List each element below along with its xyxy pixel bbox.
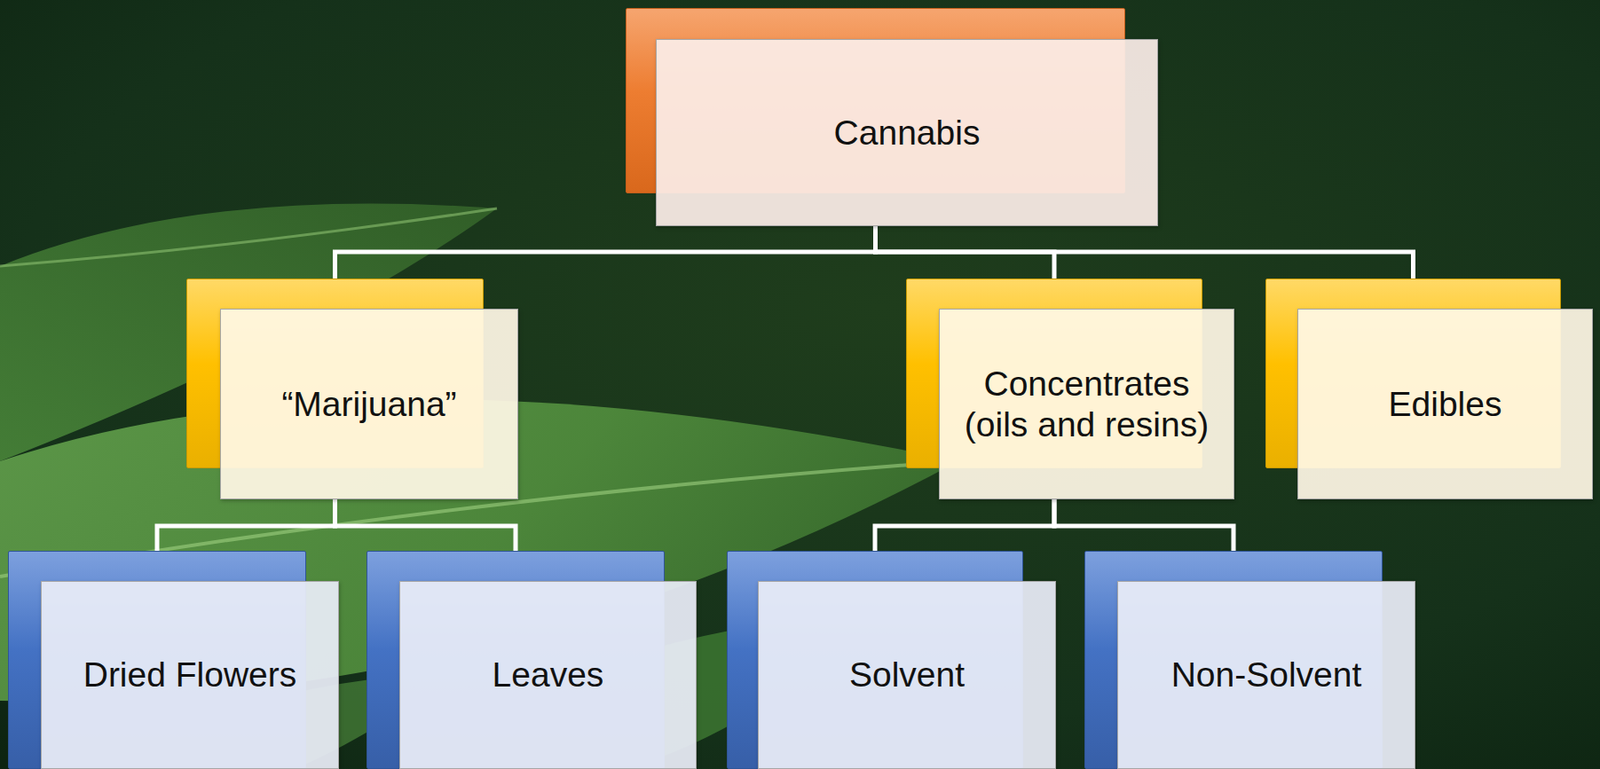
- box-face: Leaves: [399, 581, 697, 769]
- box-face: Cannabis: [655, 39, 1159, 227]
- box-label: Cannabis: [834, 112, 981, 153]
- process-box: Solvent: [726, 551, 1057, 769]
- process-box: Concentrates (oils and resins): [906, 278, 1235, 500]
- process-box: Leaves: [366, 551, 697, 769]
- box-label: Edibles: [1388, 384, 1503, 425]
- box-label: Dried Flowers: [83, 654, 298, 695]
- box-face: Edibles: [1297, 308, 1593, 500]
- process-box: Edibles: [1265, 278, 1593, 500]
- box-label: Non-Solvent: [1171, 654, 1363, 695]
- box-face: Solvent: [757, 581, 1057, 769]
- tree-connector: [874, 499, 1055, 552]
- box-label: Leaves: [492, 654, 605, 695]
- box-face: Dried Flowers: [40, 581, 339, 769]
- tree-connector: [875, 226, 1414, 279]
- box-label: Solvent: [849, 654, 965, 695]
- process-box: Dried Flowers: [7, 551, 339, 769]
- box-label: Concentrates (oils and resins): [952, 363, 1222, 444]
- box-face: Concentrates (oils and resins): [938, 308, 1235, 500]
- tree-connector: [157, 499, 336, 552]
- box-label: “Marijuana”: [281, 384, 457, 425]
- process-box: Non-Solvent: [1084, 551, 1416, 769]
- process-box: Cannabis: [625, 7, 1159, 227]
- process-box: “Marijuana”: [186, 278, 519, 500]
- tree-connector: [875, 226, 1056, 279]
- tree-connector: [1054, 499, 1234, 552]
- box-face: Non-Solvent: [1117, 581, 1416, 769]
- tree-connector: [335, 499, 517, 552]
- tree-connector: [335, 226, 876, 279]
- box-face: “Marijuana”: [220, 308, 519, 500]
